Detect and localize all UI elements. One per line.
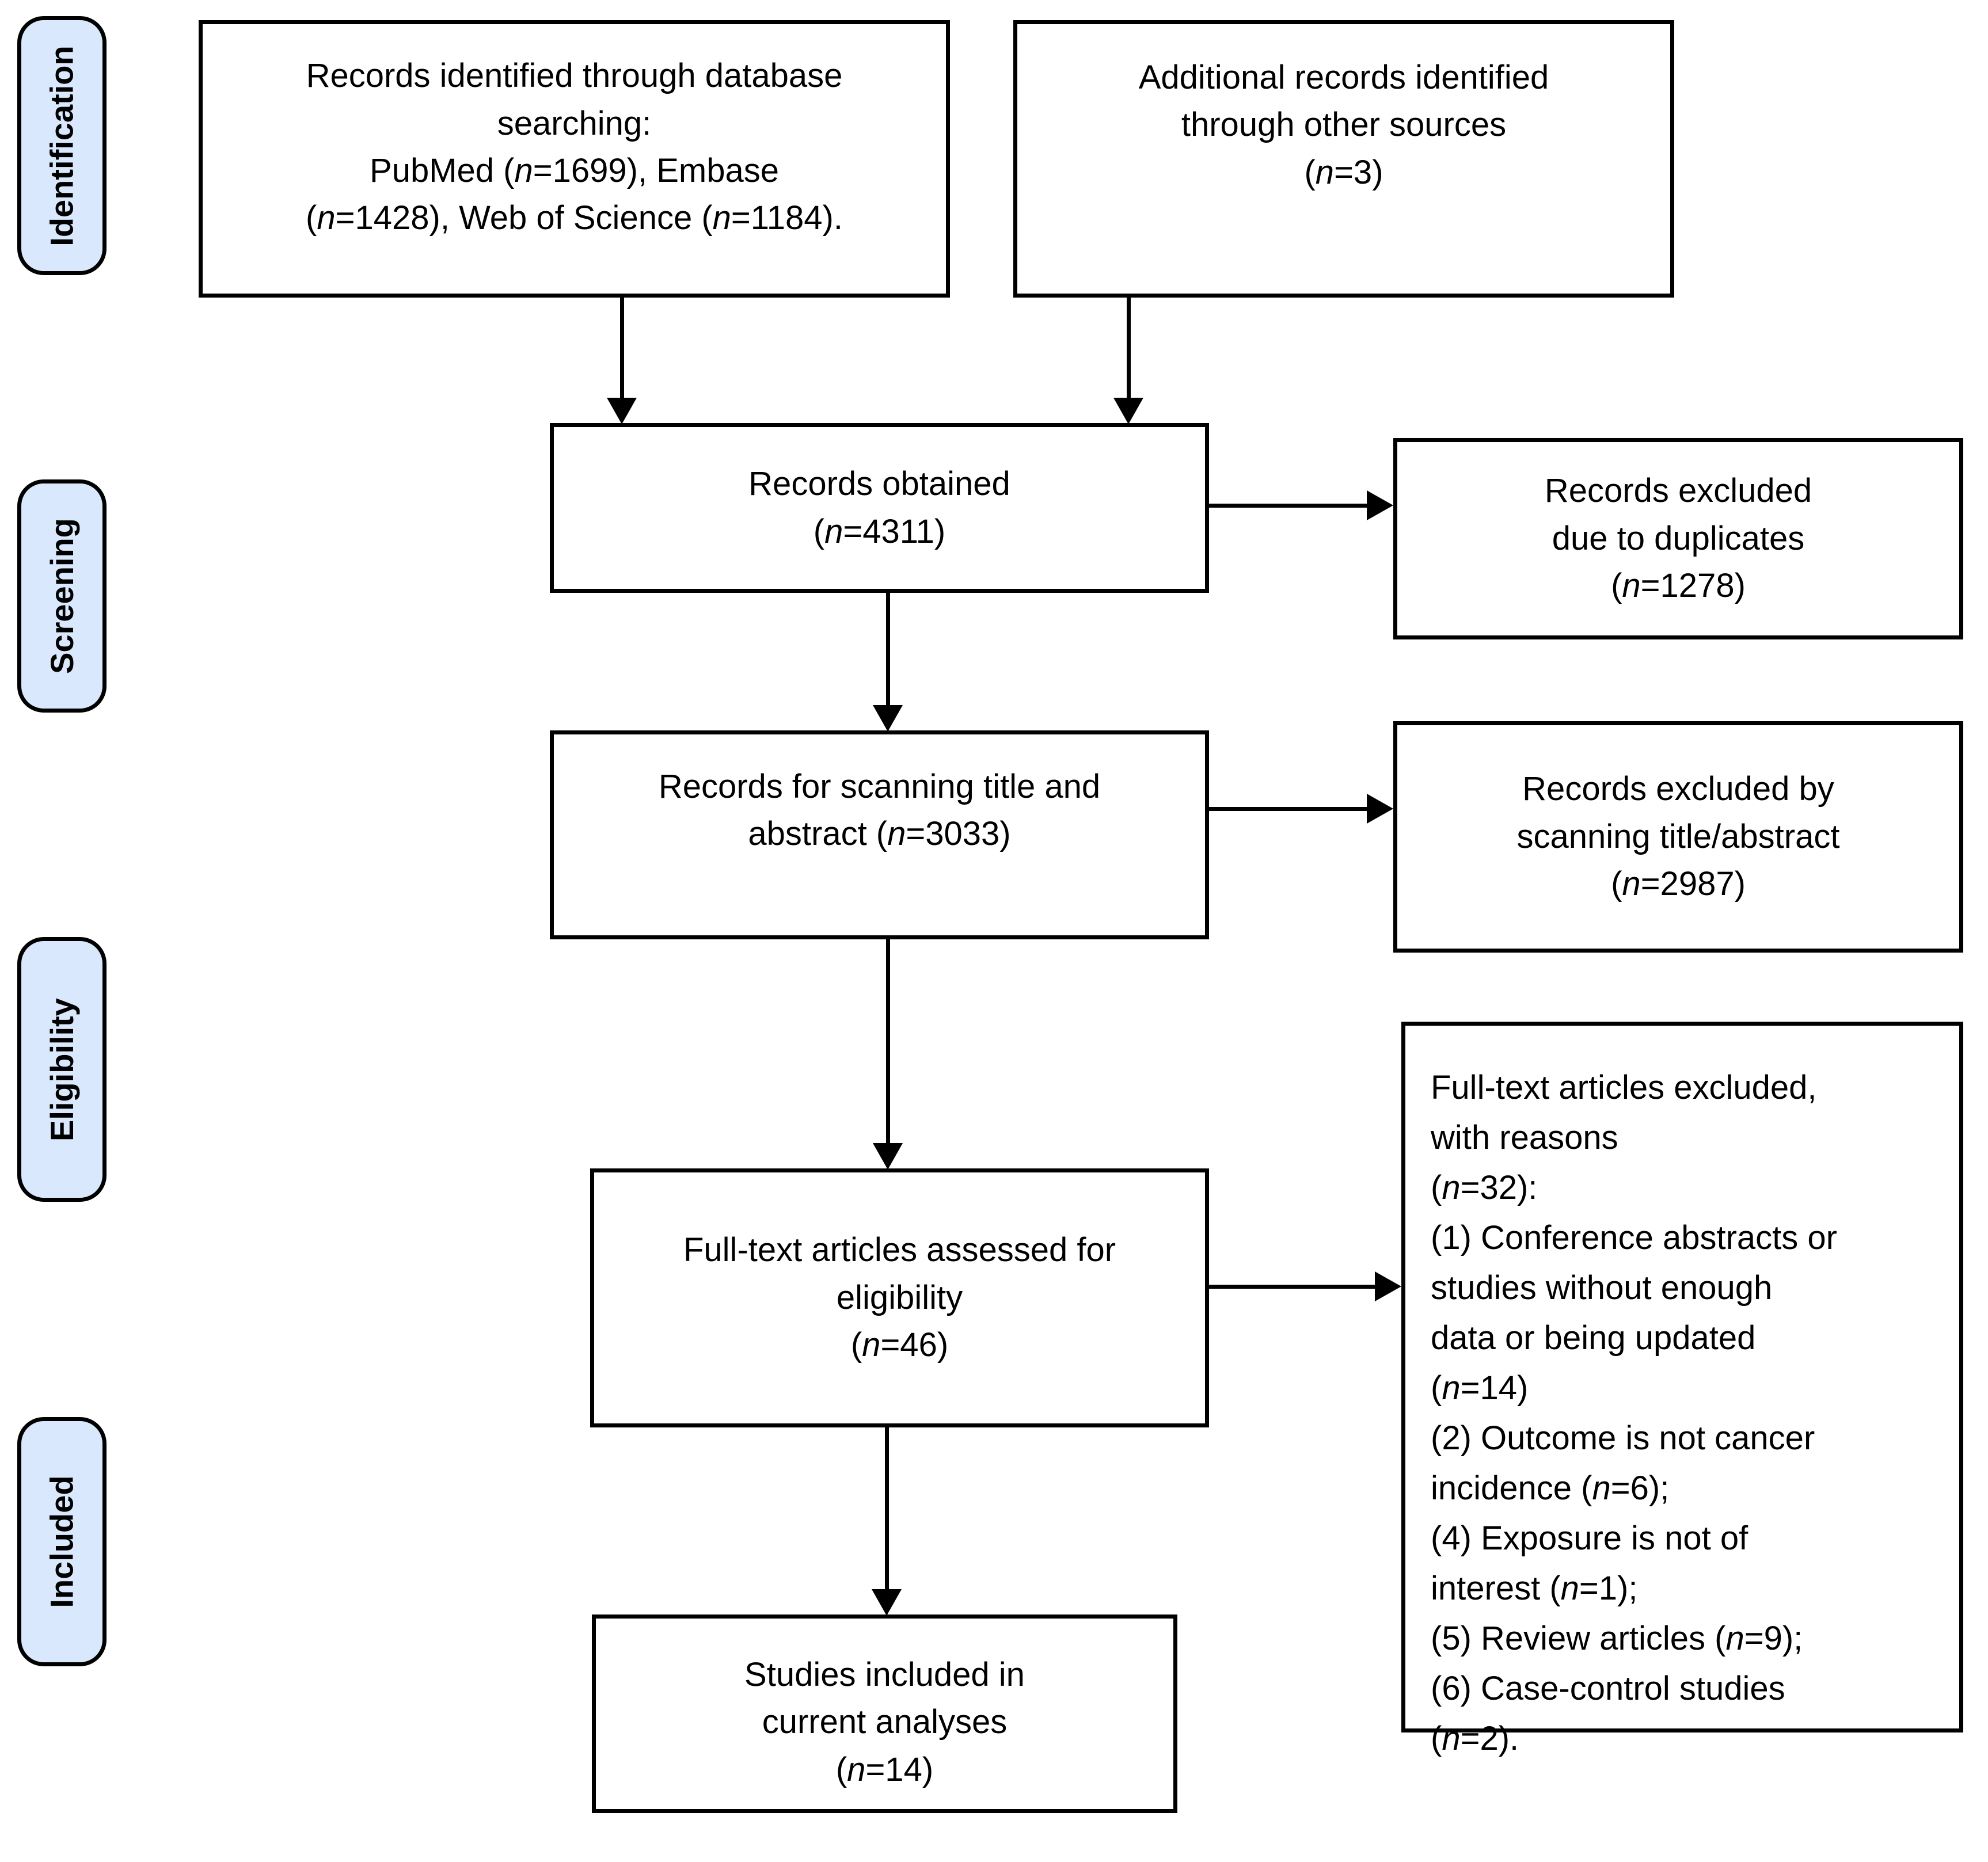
arrow-fulltext-to-excluded-line (1209, 1285, 1378, 1289)
box-fulltext-excluded-reasons-text: Full-text articles excluded,with reasons… (1431, 1069, 1837, 1757)
arrow-obtained-to-scanning-line (886, 593, 890, 707)
stage-label-screening-text: Screening (44, 518, 81, 674)
arrow-scanning-to-excluded-head-icon (1367, 794, 1393, 824)
box-records-obtained-text: Records obtained(n=4311) (748, 465, 1010, 550)
stage-label-eligibility: Eligibility (17, 937, 107, 1202)
arrow-identified-to-obtained-line (620, 298, 624, 400)
stage-label-screening: Screening (17, 479, 107, 713)
stage-label-identification: Identification (17, 16, 107, 275)
box-fulltext-excluded-reasons: Full-text articles excluded,with reasons… (1401, 1022, 1963, 1757)
arrow-fulltext-to-included-line (885, 1427, 889, 1591)
arrow-obtained-to-duplicates-head-icon (1367, 490, 1393, 520)
stage-label-included: Included (17, 1417, 107, 1666)
arrow-obtained-to-duplicates-line (1209, 504, 1370, 508)
stage-label-identification-text: Identification (44, 45, 81, 246)
stage-label-eligibility-text: Eligibility (44, 997, 81, 1141)
arrow-identified-to-obtained-head-icon (607, 398, 637, 424)
arrow-scanning-to-fulltext-head-icon (873, 1143, 903, 1170)
arrow-additional-to-obtained-head-icon (1113, 398, 1143, 424)
arrow-obtained-to-scanning-head-icon (873, 705, 903, 732)
box-records-obtained: Records obtained(n=4311) (550, 423, 1209, 593)
arrow-fulltext-to-included-head-icon (872, 1589, 902, 1616)
arrow-additional-to-obtained-line (1127, 298, 1131, 400)
arrow-fulltext-to-excluded-head-icon (1375, 1271, 1401, 1301)
stage-label-included-text: Included (44, 1475, 81, 1608)
arrow-scanning-to-excluded-line (1209, 807, 1370, 811)
arrow-scanning-to-fulltext-line (886, 939, 890, 1145)
